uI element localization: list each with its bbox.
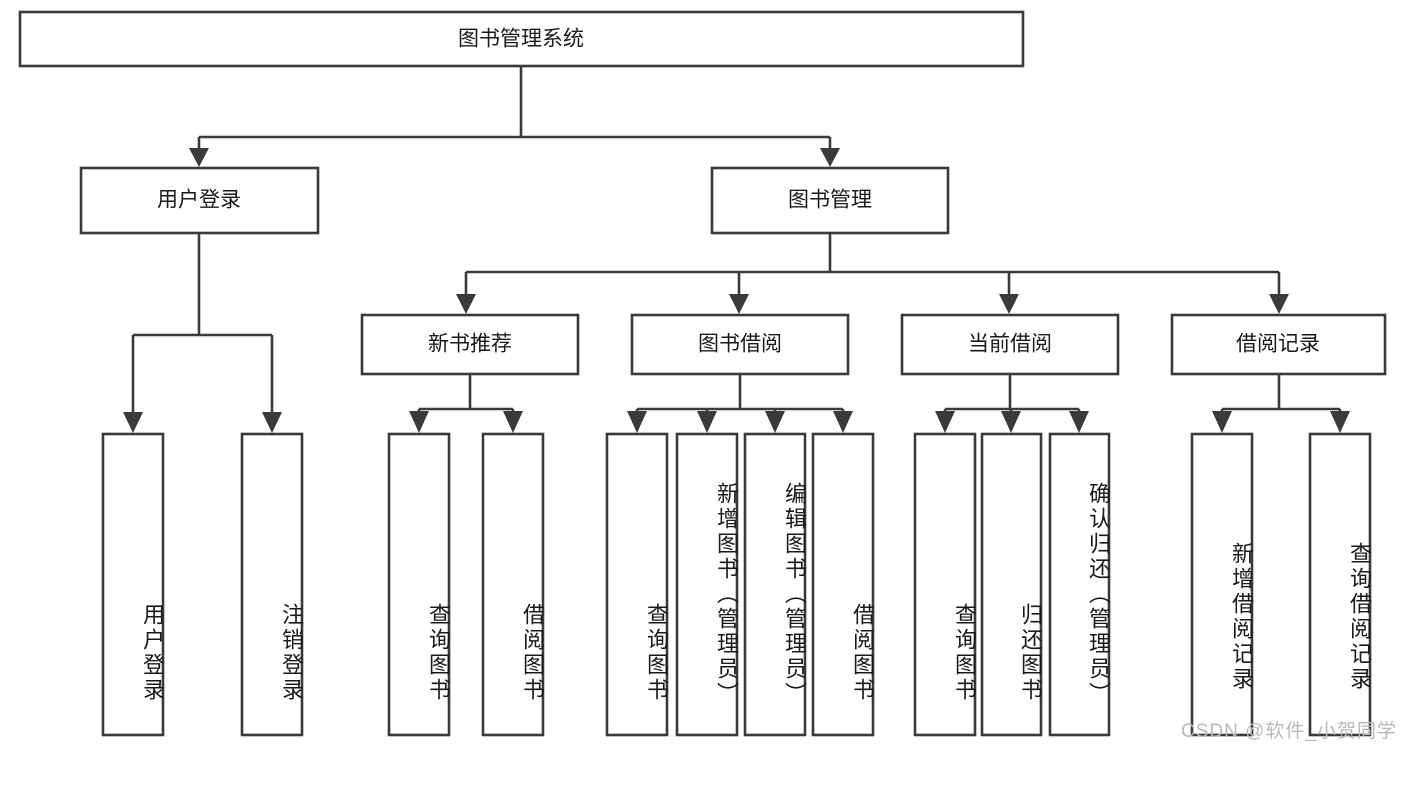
arrow-record-leaf-2 — [1330, 411, 1350, 433]
arrow-record-leaf-1 — [1212, 411, 1232, 433]
arrow-current-leaf-3 — [1069, 411, 1089, 433]
node-root[interactable]: 图书管理系统 — [18, 10, 1025, 68]
leaf-box-confirm-return-admin[interactable] — [1048, 432, 1111, 737]
arrow-book-mgmt-to-record — [1269, 294, 1289, 314]
node-borrow-record-label: 借阅记录 — [1236, 333, 1320, 356]
connector-group-borrow — [627, 374, 853, 433]
node-book-management-box[interactable] — [710, 166, 950, 235]
leaf-box-logout[interactable] — [240, 432, 304, 737]
arrow-root-to-user-login — [189, 148, 209, 167]
watermark-text: CSDN @软件_小贺同学 — [1181, 721, 1397, 742]
functional-structure-diagram: 图书管理系统 用户登录 图书管理 新书推荐 图书借阅 当前借阅 借阅记录 — [18, 10, 1397, 742]
node-borrow-record[interactable]: 借阅记录 — [1170, 313, 1387, 376]
arrow-user-login-leaf-2 — [262, 412, 282, 433]
node-user-login[interactable]: 用户登录 — [79, 166, 320, 235]
leaf-box-borrow-book[interactable] — [811, 432, 875, 737]
node-current-borrow-label: 当前借阅 — [968, 333, 1052, 356]
arrow-borrow-leaf-3 — [765, 411, 785, 433]
leaf-box-edit-book-admin[interactable] — [743, 432, 807, 737]
node-book-management[interactable]: 图书管理 — [710, 166, 950, 235]
node-current-borrow[interactable]: 当前借阅 — [900, 313, 1120, 376]
node-book-management-label: 图书管理 — [788, 189, 872, 212]
leaf-box-query-book-new[interactable] — [387, 432, 451, 737]
leaf-box-query-book-current[interactable] — [913, 432, 977, 737]
node-new-book-recommend[interactable]: 新书推荐 — [360, 313, 580, 376]
arrow-current-leaf-2 — [1001, 411, 1021, 433]
leaf-box-query-book-borrow[interactable] — [605, 432, 669, 737]
leaf-box-user-login[interactable] — [101, 432, 165, 737]
node-current-borrow-box[interactable] — [900, 313, 1120, 376]
node-user-login-box[interactable] — [79, 166, 320, 235]
leaf-box-group — [101, 432, 1372, 737]
connector-group-user-login — [123, 233, 282, 433]
arrow-borrow-leaf-4 — [833, 411, 853, 433]
arrow-new-book-leaf-1 — [409, 411, 429, 433]
leaf-box-add-book-admin[interactable] — [675, 432, 739, 737]
node-new-book-recommend-box[interactable] — [360, 313, 580, 376]
leaf-box-borrow-book-new[interactable] — [481, 432, 545, 737]
leaf-box-add-borrow-record[interactable] — [1190, 432, 1254, 737]
arrow-book-mgmt-to-current — [999, 294, 1019, 314]
node-root-label: 图书管理系统 — [458, 28, 584, 51]
node-root-box[interactable] — [18, 10, 1025, 68]
connector-group-book-mgmt — [456, 233, 1289, 314]
arrow-book-mgmt-to-new-book — [456, 294, 476, 314]
node-book-borrow[interactable]: 图书借阅 — [630, 313, 850, 376]
arrow-borrow-leaf-1 — [627, 411, 647, 433]
leaf-box-query-borrow-record[interactable] — [1308, 432, 1372, 737]
connector-group-root — [189, 66, 840, 167]
node-book-borrow-label: 图书借阅 — [698, 333, 782, 356]
arrow-book-mgmt-to-borrow — [729, 294, 749, 314]
arrow-borrow-leaf-2 — [697, 411, 717, 433]
diagram-canvas: 图书管理系统 用户登录 图书管理 新书推荐 图书借阅 当前借阅 借阅记录 — [18, 10, 1387, 737]
node-user-login-label: 用户登录 — [157, 189, 241, 212]
arrow-current-leaf-1 — [935, 411, 955, 433]
connector-group-new-book — [409, 374, 523, 433]
arrow-root-to-book-mgmt — [820, 148, 840, 167]
node-borrow-record-box[interactable] — [1170, 313, 1387, 376]
node-book-borrow-box[interactable] — [630, 313, 850, 376]
leaf-box-return-book[interactable] — [980, 432, 1043, 737]
connector-group-record — [1212, 374, 1350, 433]
connector-group-current-borrow — [935, 374, 1089, 433]
arrow-new-book-leaf-2 — [503, 411, 523, 433]
node-new-book-recommend-label: 新书推荐 — [428, 333, 512, 356]
arrow-user-login-leaf-1 — [123, 412, 143, 433]
